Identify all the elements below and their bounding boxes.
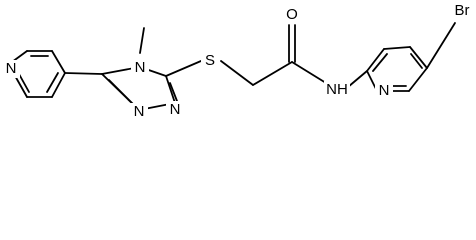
atom-bg-n1 [2, 60, 20, 78]
atom-label-o: O [286, 6, 298, 23]
bond-triazole-c3-n2 [165, 75, 176, 104]
bond-pyridine-bromo [426, 22, 456, 69]
bond-pyridine-double-2 [46, 72, 59, 93]
bond-triazole-double-1 [169, 82, 178, 102]
atom-label-n-right: N [379, 82, 390, 99]
bond-triazole-double-2 [108, 79, 134, 105]
bond-ch2-carbonyl [252, 61, 293, 86]
bond-right-pyridine-c4-c5 [409, 46, 428, 69]
bond-right-pyridine-n-c2 [366, 70, 377, 90]
bond-sulfur-ch2 [220, 60, 254, 86]
bond-right-pyridine-double-1 [372, 53, 388, 72]
atom-bg-n2 [131, 59, 149, 77]
atom-label-br: Br [455, 2, 470, 19]
atom-label-n4: N [170, 101, 181, 118]
atom-label-nh: NH [326, 81, 348, 98]
molecule-canvas: N N N N S O NH N Br [2, 1, 473, 121]
molecule-structure: N N N N S O NH N Br [2, 1, 473, 121]
bond-right-pyridine-double-2 [410, 53, 423, 69]
atom-bg-o [283, 6, 301, 24]
atom-label-s: S [205, 52, 215, 69]
atom-label-n3: N [134, 103, 145, 120]
atom-bg-s [201, 52, 219, 70]
bond-pyridine-triazole [64, 72, 103, 75]
atom-bg-n-right [375, 82, 393, 100]
atom-bg-n3 [130, 103, 148, 121]
bond-right-pyridine-c5-c6 [408, 67, 428, 92]
bond-carbonyl-nh [291, 61, 327, 84]
bond-right-pyridine-c2-c3 [366, 48, 385, 72]
bond-pyridine-c4-c5 [51, 72, 66, 98]
atom-label-n2: N [135, 59, 146, 76]
bond-nh-pyridine [347, 70, 368, 88]
atom-bg-n4 [166, 101, 184, 119]
atom-bg-nh [324, 81, 350, 99]
atom-labels: N N N N S O NH N Br [2, 2, 473, 121]
bond-n-methyl [139, 27, 145, 54]
atom-label-n1: N [6, 60, 17, 77]
bond-pyridine-c3-c4 [51, 50, 66, 74]
atom-bg-br [451, 2, 473, 20]
bond-triazole-sulfur [165, 60, 202, 77]
bond-pyridine-double-3 [18, 73, 30, 93]
bond-right-pyridine-c3-c4 [383, 46, 411, 50]
